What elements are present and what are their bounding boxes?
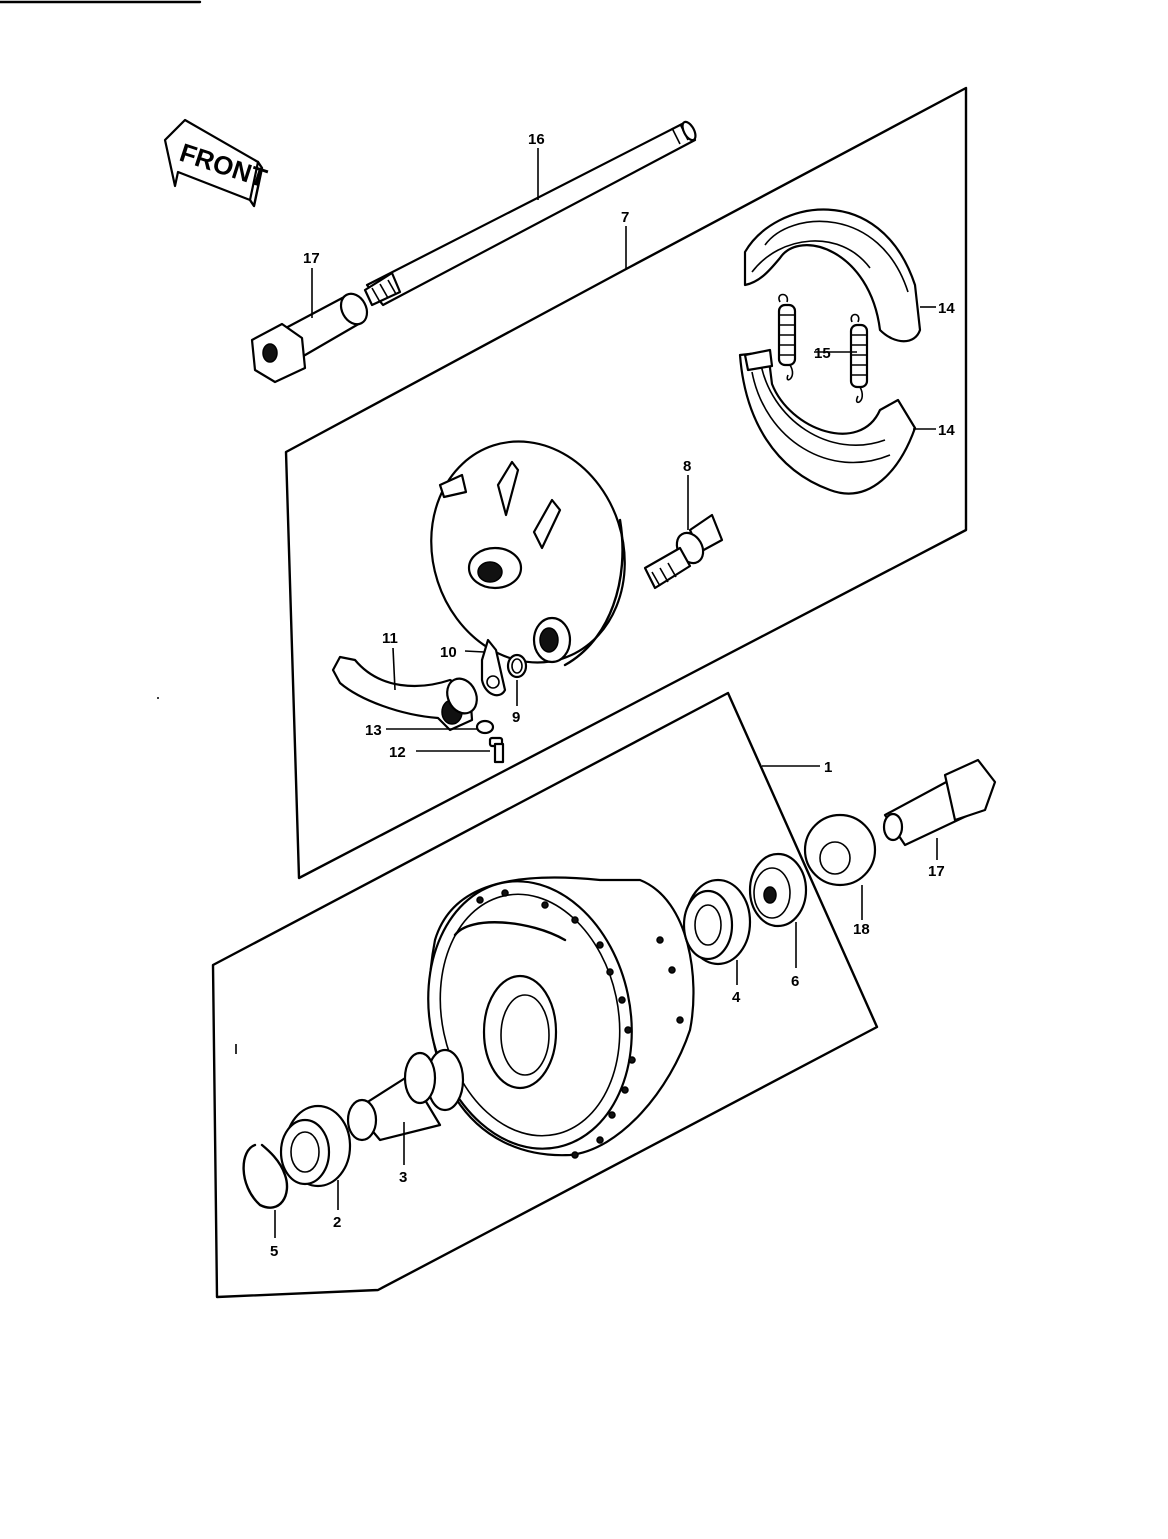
axle (363, 120, 697, 307)
ball-bearing-left (279, 1104, 352, 1188)
ball-bearing-right (682, 878, 752, 966)
lock-washer (475, 719, 495, 735)
brake-spring-right (849, 313, 869, 404)
oil-seal (748, 852, 808, 928)
callout-10: 10 (440, 644, 457, 661)
callout-17-lower: 17 (928, 863, 945, 880)
brake-cam-shaft (643, 513, 724, 590)
wear-indicator (480, 638, 507, 697)
leader-lines (274, 148, 938, 1238)
lever-bolt (488, 736, 505, 764)
brake-spring-left (777, 293, 797, 381)
callout-7: 7 (621, 209, 629, 226)
brake-panel (430, 440, 626, 667)
callout-4: 4 (732, 989, 741, 1006)
callout-3: 3 (399, 1169, 407, 1186)
callout-9: 9 (512, 709, 520, 726)
callout-14-lower: 14 (938, 422, 955, 439)
callout-11: 11 (382, 630, 398, 647)
callout-17-upper: 17 (303, 250, 320, 267)
brake-shoe-upper (743, 208, 922, 343)
axle-collar-lower (882, 758, 997, 847)
callout-14-upper: 14 (938, 300, 955, 317)
callout-2: 2 (333, 1214, 341, 1231)
callout-5: 5 (270, 1243, 278, 1260)
washer (506, 653, 528, 679)
callout-1: 1 (824, 759, 832, 776)
circlip (242, 1143, 289, 1209)
front-arrow: FRONT (163, 118, 271, 208)
callout-16: 16 (528, 131, 545, 148)
stray-mark (157, 697, 159, 699)
hub-distance-collar (346, 1048, 465, 1142)
wheel-hub (427, 876, 695, 1159)
callout-18: 18 (853, 921, 870, 938)
axle-collar-upper (250, 292, 369, 384)
callout-6: 6 (791, 973, 799, 990)
callout-13: 13 (365, 722, 382, 739)
brake-cam-lever (331, 655, 478, 732)
callout-8: 8 (683, 458, 691, 475)
callout-12: 12 (389, 744, 406, 761)
hub-collar (803, 813, 877, 887)
hub-group-outline (211, 691, 879, 1299)
brake-shoe-lower (738, 348, 917, 495)
brake-panel-group-outline (284, 86, 968, 880)
callout-15: 15 (814, 345, 831, 362)
